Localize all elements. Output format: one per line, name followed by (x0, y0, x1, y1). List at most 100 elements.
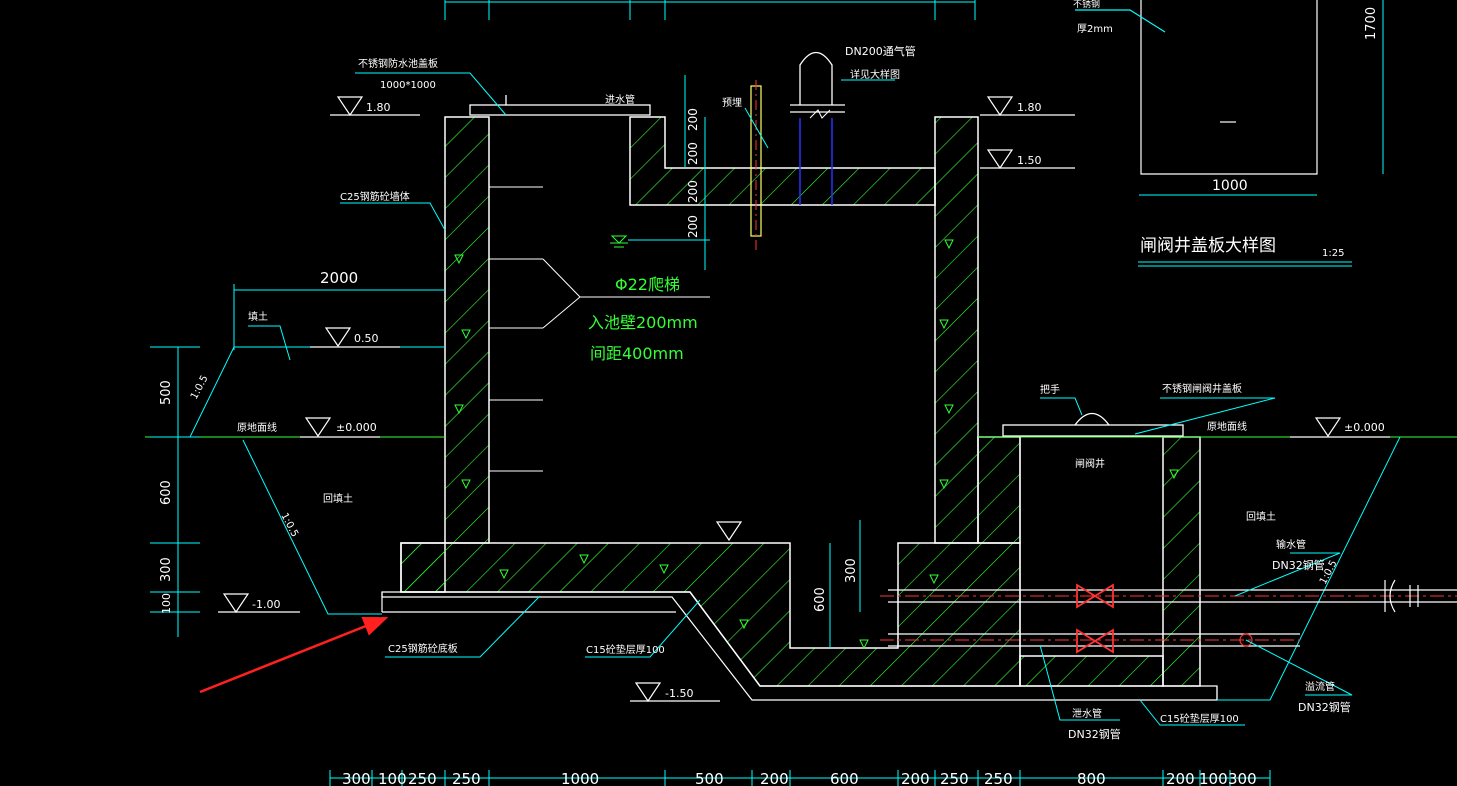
bottom-dimension-value: 100 (378, 770, 407, 786)
elevation-fill-left: 0.50 (354, 332, 379, 345)
inlet-chamber (629, 116, 936, 206)
natural-ground-right-label: 原地面线 (1207, 420, 1247, 433)
detail-scale: 1:25 (1322, 248, 1344, 259)
slope-left-top-label: 1:0.5 (189, 374, 211, 402)
dimension-values: 2000 500 600 300 100 200 200 200 200 300… (159, 108, 859, 614)
dim-100: 100 (160, 593, 173, 614)
bottom-dimension-value: 1000 (561, 770, 599, 786)
bottom-dimension-value: 200 (1166, 770, 1195, 786)
valve-well-right-wall (1162, 436, 1201, 687)
elevation-base-right: -1.50 (665, 687, 693, 700)
slope-left-label: 1:0.5 (278, 511, 300, 539)
valve-well-left-wall (977, 436, 1021, 544)
ladder-embed-label: 入池壁200mm (588, 313, 698, 332)
overflow-pipe-spec-label: DN32钢管 (1298, 700, 1351, 714)
drain-valve-icon (1076, 628, 1114, 654)
detail-thickness: 厚2mm (1077, 23, 1113, 35)
embedded-pipe (750, 80, 762, 250)
dim-600: 600 (159, 480, 174, 505)
text-labels: 不锈钢防水池盖板 1000*1000 DN200通气管 详见大样图 进水管 预埋… (189, 44, 1351, 741)
bottom-dimension-value: 250 (984, 770, 1013, 786)
bottom-slab (400, 542, 1021, 687)
bottom-dimension-value: 250 (940, 770, 969, 786)
bottom-dimension-value: 300 (342, 770, 371, 786)
dim-200-c: 200 (686, 180, 700, 203)
dimension-lines (150, 0, 1384, 779)
drain-pipe-label: 泄水管 (1072, 707, 1102, 720)
ladder-title-label: Φ22爬梯 (615, 275, 680, 294)
manhole-size-label: 1000*1000 (380, 80, 436, 91)
manhole-cover (469, 95, 651, 116)
reservoir-structure (381, 116, 1218, 701)
outlet-pipe-spec-label: DN32钢管 (1272, 558, 1325, 572)
leader-lines (248, 72, 1353, 726)
top-dimension-lines (444, 0, 976, 20)
pipes (880, 589, 1457, 647)
left-wall (400, 116, 490, 593)
water-level-symbol (610, 235, 710, 248)
valve-well (1002, 412, 1184, 686)
cushion-left-label: C15砼垫层厚100 (586, 643, 665, 656)
elevation-markers (218, 96, 1390, 703)
ladder-rungs (489, 186, 710, 472)
detail-width: 1000 (1212, 178, 1248, 194)
vent-detail-label: 详见大样图 (850, 68, 900, 81)
dim-200-b: 200 (686, 142, 700, 165)
excavation-lines (189, 346, 1401, 701)
outlet-valve-icon (1076, 583, 1114, 609)
bottom-dimension-value: 200 (901, 770, 930, 786)
bottom-dimension-value: 250 (408, 770, 437, 786)
detail-title: 闸阀井盖板大样图 (1140, 236, 1276, 256)
dim-2000: 2000 (320, 269, 358, 287)
annotation-arrow (199, 616, 389, 694)
cushion-right-label: C15砼垫层厚100 (1160, 712, 1239, 725)
dim-200-d: 200 (686, 215, 700, 238)
backfill-top-label: 填土 (248, 310, 268, 323)
cover-detail-box (1075, 0, 1318, 175)
base-slab-label: C25钢筋砼底板 (388, 642, 458, 655)
bottom-dimension-value: 250 (452, 770, 481, 786)
natural-ground-left-label: 原地面线 (237, 421, 277, 434)
vent-pipe (790, 51, 845, 205)
inlet-pipe-label: 进水管 (605, 93, 635, 106)
ladder-spacing-label: 间距400mm (590, 344, 684, 363)
detail-material: 不锈钢 (1073, 0, 1100, 10)
vent-pipe-label: DN200通气管 (845, 44, 916, 58)
bottom-dimension-value: 600 (830, 770, 859, 786)
bottom-dimension-value: 500 (695, 770, 724, 786)
handle-label: 把手 (1040, 383, 1060, 396)
elevation-ground-left: ±0.000 (336, 421, 377, 434)
elevation-ground-right: ±0.000 (1344, 421, 1385, 434)
cover-detail-text: 闸阀井盖板大样图 1:25 1000 1700 不锈钢 厚2mm (1073, 0, 1379, 259)
bottom-dimension-value: 100 (1199, 770, 1228, 786)
elevation-values: 1.80 1.80 1.50 0.50 ±0.000 ±0.000 -1.00 … (252, 101, 1385, 700)
detail-height: 1700 (1364, 7, 1379, 40)
elevation-top-left: 1.80 (366, 101, 391, 114)
manhole-cover-label: 不锈钢防水池盖板 (358, 57, 438, 70)
dim-600-step: 600 (813, 587, 828, 612)
overflow-pipe-label: 溢流管 (1305, 680, 1335, 693)
drain-pipe-spec-label: DN32钢管 (1068, 727, 1121, 741)
backfill-left-label: 回填土 (323, 492, 353, 505)
elevation-inner-right: 1.50 (1017, 154, 1042, 167)
embedded-label: 预埋 (722, 97, 742, 109)
right-wall (934, 116, 979, 544)
concrete-aggregate-marks (454, 239, 1179, 650)
wall-material-label: C25钢筋砼墙体 (340, 190, 410, 203)
bottom-dimension-value: 200 (760, 770, 789, 786)
dim-300-step: 300 (844, 558, 859, 583)
dim-500: 500 (159, 380, 174, 405)
outlet-pipe-label: 输水管 (1276, 538, 1306, 551)
bottom-dimension-value: 800 (1077, 770, 1106, 786)
bottom-dimension-value: 300 (1228, 770, 1257, 786)
pipe-break-icon (1384, 579, 1419, 613)
valve-well-floor (1019, 655, 1164, 687)
backfill-right-label: 回填土 (1246, 510, 1276, 523)
dim-300: 300 (159, 557, 174, 582)
elevation-base-left: -1.00 (252, 598, 280, 611)
valve-well-label: 闸阀井 (1075, 457, 1105, 470)
valve-cover-label: 不锈钢闸阀井盖板 (1162, 382, 1242, 395)
elevation-top-right: 1.80 (1017, 101, 1042, 114)
